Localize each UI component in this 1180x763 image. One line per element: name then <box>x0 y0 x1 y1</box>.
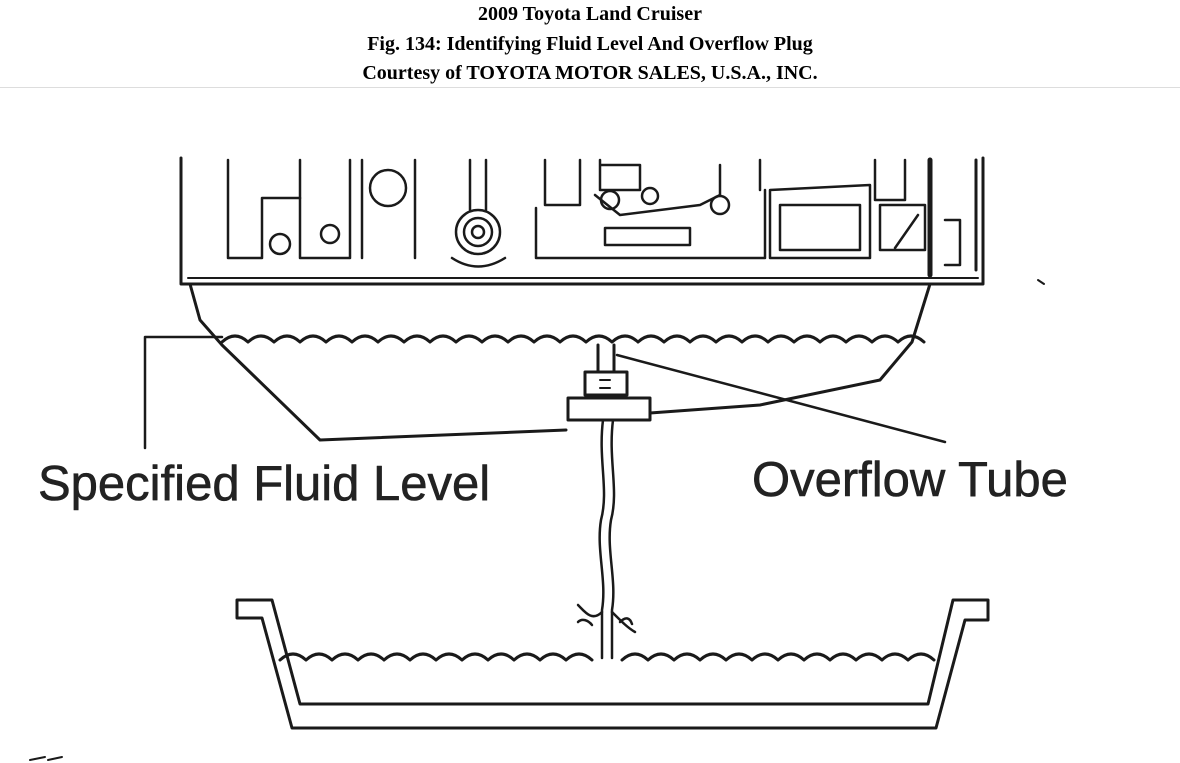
transmission-body <box>179 156 985 286</box>
overflow-plug <box>566 343 652 422</box>
figure-credit: Courtesy of TOYOTA MOTOR SALES, U.S.A., … <box>362 62 818 84</box>
specified-fluid-level-label: Specified Fluid Level <box>38 457 490 511</box>
drain-tray <box>235 598 990 730</box>
scan-mark <box>1037 279 1045 285</box>
overflow-tube-label: Overflow Tube <box>752 453 1068 507</box>
transmission-diagram: Specified Fluid Level Overflow Tube <box>0 88 1180 763</box>
figure-header: 2009 Toyota Land Cruiser Fig. 134: Ident… <box>0 0 1180 88</box>
fluid-level-leader-line <box>143 335 224 450</box>
vehicle-title: 2009 Toyota Land Cruiser <box>478 3 702 25</box>
figure-caption: Fig. 134: Identifying Fluid Level And Ov… <box>367 32 813 55</box>
draining-fluid-stream <box>576 418 637 660</box>
pan-fluid-surface <box>220 334 926 344</box>
oil-pan <box>188 282 932 442</box>
scan-mark <box>29 756 63 761</box>
overflow-tube-leader-line <box>615 353 947 444</box>
valve-body-details <box>226 158 962 268</box>
